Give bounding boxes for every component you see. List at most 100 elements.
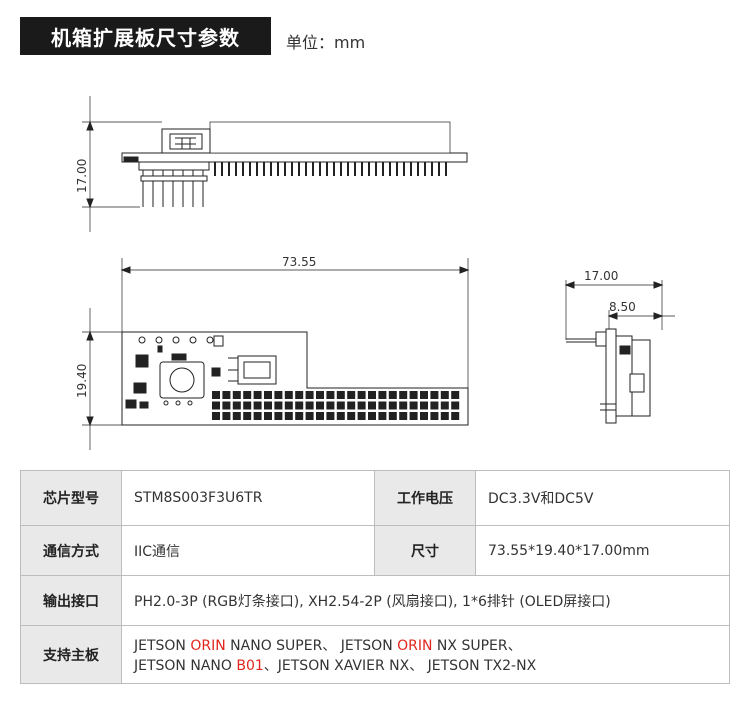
header-pin [336, 391, 345, 399]
chip-label: 芯片型号 [20, 470, 122, 526]
header-pin [388, 401, 397, 410]
header-pin [274, 401, 283, 410]
header-pin [264, 412, 272, 420]
comm-value: IIC通信 [121, 525, 375, 576]
header-pin [420, 401, 428, 410]
board-highlight: B01 [236, 657, 264, 674]
ports-value: PH2.0-3P (RGB灯条接口), XH2.54-2P (风扇接口), 1*… [121, 575, 730, 626]
header-pin [212, 412, 220, 420]
dimension-drawings: 17.00 73.55 19.40 17.00 8.50 [75, 96, 675, 450]
board-text: 、JETSON XAVIER NX、 JETSON TX2-NX [263, 657, 537, 674]
header-pin [212, 391, 220, 399]
header-pin [451, 391, 460, 399]
header-pin [430, 412, 439, 420]
size-label: 尺寸 [374, 525, 476, 576]
header-pin [305, 401, 314, 410]
boards-label: 支持主板 [20, 625, 122, 684]
header-pin [430, 391, 439, 399]
header-pin [274, 412, 283, 420]
header-pin [451, 401, 460, 410]
voltage-label: 工作电压 [374, 470, 476, 526]
header-pin [409, 401, 418, 410]
header-pin [326, 401, 335, 410]
header-pin [232, 401, 241, 410]
header-pin [326, 391, 335, 399]
header-pin [399, 412, 408, 420]
board-text: NX SUPER、 [432, 637, 522, 654]
unit-label: 单位：mm [286, 33, 366, 52]
header-pin [440, 391, 449, 399]
header-pin [336, 401, 345, 410]
header-pin [253, 401, 262, 410]
spec-row: 通信方式 IIC通信 尺寸 73.55*19.40*17.00mm [20, 525, 730, 576]
header-pin [440, 401, 449, 410]
header-pin [378, 391, 387, 399]
header-pin [430, 401, 439, 410]
spec-row: 输出接口 PH2.0-3P (RGB灯条接口), XH2.54-2P (风扇接口… [20, 575, 730, 626]
dim-length: 73.55 [282, 255, 316, 269]
header-pin [316, 401, 324, 410]
header-pin [212, 401, 220, 410]
header-pin [420, 412, 428, 420]
header-pin [232, 412, 241, 420]
header-pin-grid [212, 391, 460, 420]
header-pin [368, 401, 376, 410]
header-pin [336, 412, 345, 420]
header-pin [357, 391, 366, 399]
header-pin [222, 391, 231, 399]
header-pin [284, 412, 293, 420]
header-pin [378, 401, 387, 410]
header-pin [388, 391, 397, 399]
header-pin [316, 391, 324, 399]
comm-label: 通信方式 [20, 525, 122, 576]
header-pin [222, 412, 231, 420]
dim-height-side: 17.00 [75, 159, 89, 193]
board-text: JETSON NANO [134, 657, 237, 674]
dim-width: 19.40 [75, 364, 89, 398]
header-pin [295, 401, 304, 410]
spec-table: 芯片型号 STM8S003F3U6TR 工作电压 DC3.3V和DC5V 通信方… [20, 470, 730, 684]
spec-row: 支持主板 JETSON ORIN NANO SUPER、 JETSON ORIN… [20, 625, 730, 684]
header-pin [420, 391, 428, 399]
header-pin [347, 391, 356, 399]
board-text: JETSON [134, 637, 191, 654]
header-pin [326, 412, 335, 420]
header-pin [409, 412, 418, 420]
header-pin [305, 391, 314, 399]
header-pin [357, 401, 366, 410]
header-pin [295, 391, 304, 399]
ports-label: 输出接口 [20, 575, 122, 626]
header-pin [253, 412, 262, 420]
header-pin [264, 391, 272, 399]
header-pin [232, 391, 241, 399]
header-pin [399, 401, 408, 410]
header-pin [368, 391, 376, 399]
header-pin [305, 412, 314, 420]
header-pin [253, 391, 262, 399]
chip-value: STM8S003F3U6TR [121, 470, 375, 526]
boards-line-2: JETSON NANO B01、JETSON XAVIER NX、 JETSON… [134, 655, 717, 675]
header-pin [295, 412, 304, 420]
header-pin [451, 412, 460, 420]
header-pin [347, 401, 356, 410]
header-pin [284, 401, 293, 410]
header-pin [222, 401, 231, 410]
header-pin [357, 412, 366, 420]
header-pin [368, 412, 376, 420]
spec-row: 芯片型号 STM8S003F3U6TR 工作电压 DC3.3V和DC5V [20, 470, 730, 526]
header-pin [274, 391, 283, 399]
dim-depth-half: 8.50 [609, 300, 636, 314]
board-highlight: ORIN [190, 637, 226, 654]
header-pin [399, 391, 408, 399]
header-pin [388, 412, 397, 420]
dim-depth-total: 17.00 [584, 269, 618, 283]
header-pin [264, 401, 272, 410]
voltage-value: DC3.3V和DC5V [475, 470, 730, 526]
header-pin [243, 391, 252, 399]
header-pin [243, 412, 252, 420]
header-pin [347, 412, 356, 420]
header-pin [440, 412, 449, 420]
boards-line-1: JETSON ORIN NANO SUPER、 JETSON ORIN NX S… [134, 635, 717, 655]
header-pin [409, 391, 418, 399]
board-highlight: ORIN [397, 637, 433, 654]
